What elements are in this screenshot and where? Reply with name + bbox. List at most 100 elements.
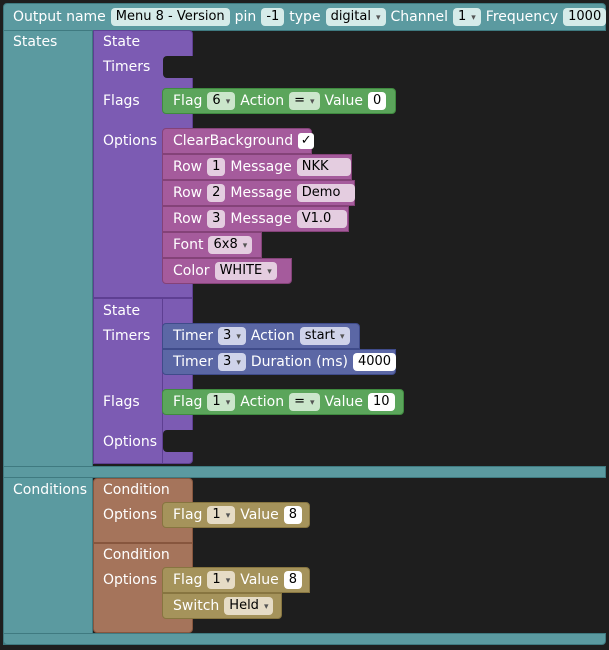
condition-label: Condition <box>103 482 170 498</box>
frequency-field[interactable]: 1000 <box>563 8 607 26</box>
flags-label: Flags <box>103 93 140 109</box>
action-dropdown[interactable]: = <box>289 393 320 411</box>
action-dropdown[interactable]: = <box>289 92 320 110</box>
flag-action-block[interactable] <box>162 389 404 415</box>
color-row: Color WHITE <box>173 260 282 282</box>
message-field[interactable]: V1.0 <box>296 210 347 228</box>
timer-label: Timer <box>173 354 214 370</box>
flag-action-row: Flag 6 Action = Value 0 <box>173 90 391 112</box>
options-label-row: Options <box>103 504 157 526</box>
states-label: States <box>13 34 58 50</box>
type-label: type <box>289 9 321 25</box>
options-label-row: Options <box>103 569 157 591</box>
value-field[interactable]: 8 <box>283 571 302 589</box>
message-label: Message <box>230 159 292 175</box>
condition-label-row: Condition <box>103 544 170 566</box>
output-footer-bar <box>3 633 606 645</box>
row-message-row: Row 3 Message V1.0 <box>173 208 352 230</box>
options-socket <box>163 430 195 452</box>
flag-label: Flag <box>173 507 203 523</box>
state-label-row: State <box>103 300 140 322</box>
channel-dropdown[interactable]: 1 <box>452 8 481 26</box>
states-row: States <box>13 31 57 53</box>
condition-label-row: Condition <box>103 479 170 501</box>
timers-label-row: Timers <box>103 56 150 78</box>
flags-label-row: Flags <box>103 90 140 112</box>
output-block-spine <box>3 30 93 645</box>
channel-label: Channel <box>390 9 448 25</box>
switch-row: Switch Held <box>173 595 278 617</box>
condition-flag-row: Flag 1 Value 8 <box>173 569 307 591</box>
clear-background-checkbox[interactable]: ✓ <box>298 133 315 149</box>
value-label: Value <box>240 507 279 523</box>
type-dropdown[interactable]: digital <box>325 8 386 26</box>
timer-action-row: Timer 3 Action start <box>173 325 355 347</box>
value-field[interactable]: 10 <box>367 393 395 411</box>
states-footer-bar <box>3 466 606 478</box>
timer-duration-row: Timer 3 Duration (ms) 4000 <box>173 351 401 373</box>
value-label: Value <box>324 394 363 410</box>
row-label: Row <box>173 159 203 175</box>
timer-dropdown[interactable]: 3 <box>218 327 246 345</box>
conditions-label: Conditions <box>13 482 88 498</box>
color-dropdown[interactable]: WHITE <box>214 262 277 280</box>
switch-dropdown[interactable]: Held <box>224 597 274 615</box>
clear-background-block[interactable] <box>162 128 312 154</box>
flag-label: Flag <box>173 394 203 410</box>
action-label: Action <box>250 328 295 344</box>
condition-flag-row: Flag 1 Value 8 <box>173 504 307 526</box>
message-label: Message <box>230 185 292 201</box>
flag-dropdown[interactable]: 1 <box>207 393 236 411</box>
value-label: Value <box>240 572 279 588</box>
message-field[interactable]: NKK <box>296 158 351 176</box>
state-label: State <box>103 34 141 50</box>
flag-action-block[interactable] <box>162 88 396 114</box>
duration-field[interactable]: 4000 <box>352 353 397 371</box>
output-header-row: Output name Menu 8 - Version pin -1 type… <box>13 6 609 28</box>
row-field[interactable]: 2 <box>207 184 226 202</box>
state-block-rail <box>93 298 163 464</box>
flag-dropdown[interactable]: 1 <box>207 571 236 589</box>
output-name-field[interactable]: Menu 8 - Version <box>110 8 230 26</box>
font-dropdown[interactable]: 6x8 <box>208 236 253 254</box>
output-name-label: Output name <box>13 9 106 25</box>
state-label-row: State <box>103 31 140 53</box>
flags-label: Flags <box>103 394 140 410</box>
state-block-rail <box>93 30 163 298</box>
timers-socket <box>163 56 195 78</box>
row-field[interactable]: 3 <box>207 210 226 228</box>
output-block[interactable] <box>3 3 606 31</box>
value-field[interactable]: 8 <box>283 506 302 524</box>
value-field[interactable]: 0 <box>367 92 387 110</box>
clear-background-label: ClearBackground <box>173 133 294 149</box>
condition-label: Condition <box>103 547 170 563</box>
flags-label-row: Flags <box>103 391 140 413</box>
row-label: Row <box>173 211 203 227</box>
options-label: Options <box>103 572 158 588</box>
row-label: Row <box>173 185 203 201</box>
row-field[interactable]: 1 <box>207 158 226 176</box>
state-label: State <box>103 303 141 319</box>
font-row: Font 6x8 <box>173 234 257 256</box>
options-label-row: Options <box>103 431 157 453</box>
flag-dropdown[interactable]: 1 <box>207 506 236 524</box>
action-label: Action <box>240 93 285 109</box>
options-label: Options <box>103 434 158 450</box>
timer-dropdown[interactable]: 3 <box>218 353 246 371</box>
options-label: Options <box>103 507 158 523</box>
flag-dropdown[interactable]: 6 <box>207 92 236 110</box>
action-dropdown[interactable]: start <box>299 327 350 345</box>
flag-label: Flag <box>173 93 203 109</box>
pin-field[interactable]: -1 <box>261 8 285 26</box>
timers-label-row: Timers <box>103 325 150 347</box>
flag-label: Flag <box>173 572 203 588</box>
timers-label: Timers <box>103 59 151 75</box>
timer-label: Timer <box>173 328 214 344</box>
duration-label: Duration (ms) <box>250 354 348 370</box>
row-message-row: Row 2 Message Demo <box>173 182 360 204</box>
options-label: Options <box>103 133 158 149</box>
font-label: Font <box>173 237 204 253</box>
flag-action-row: Flag 1 Action = Value 10 <box>173 391 400 413</box>
message-field[interactable]: Demo <box>296 184 355 202</box>
value-label: Value <box>324 93 363 109</box>
